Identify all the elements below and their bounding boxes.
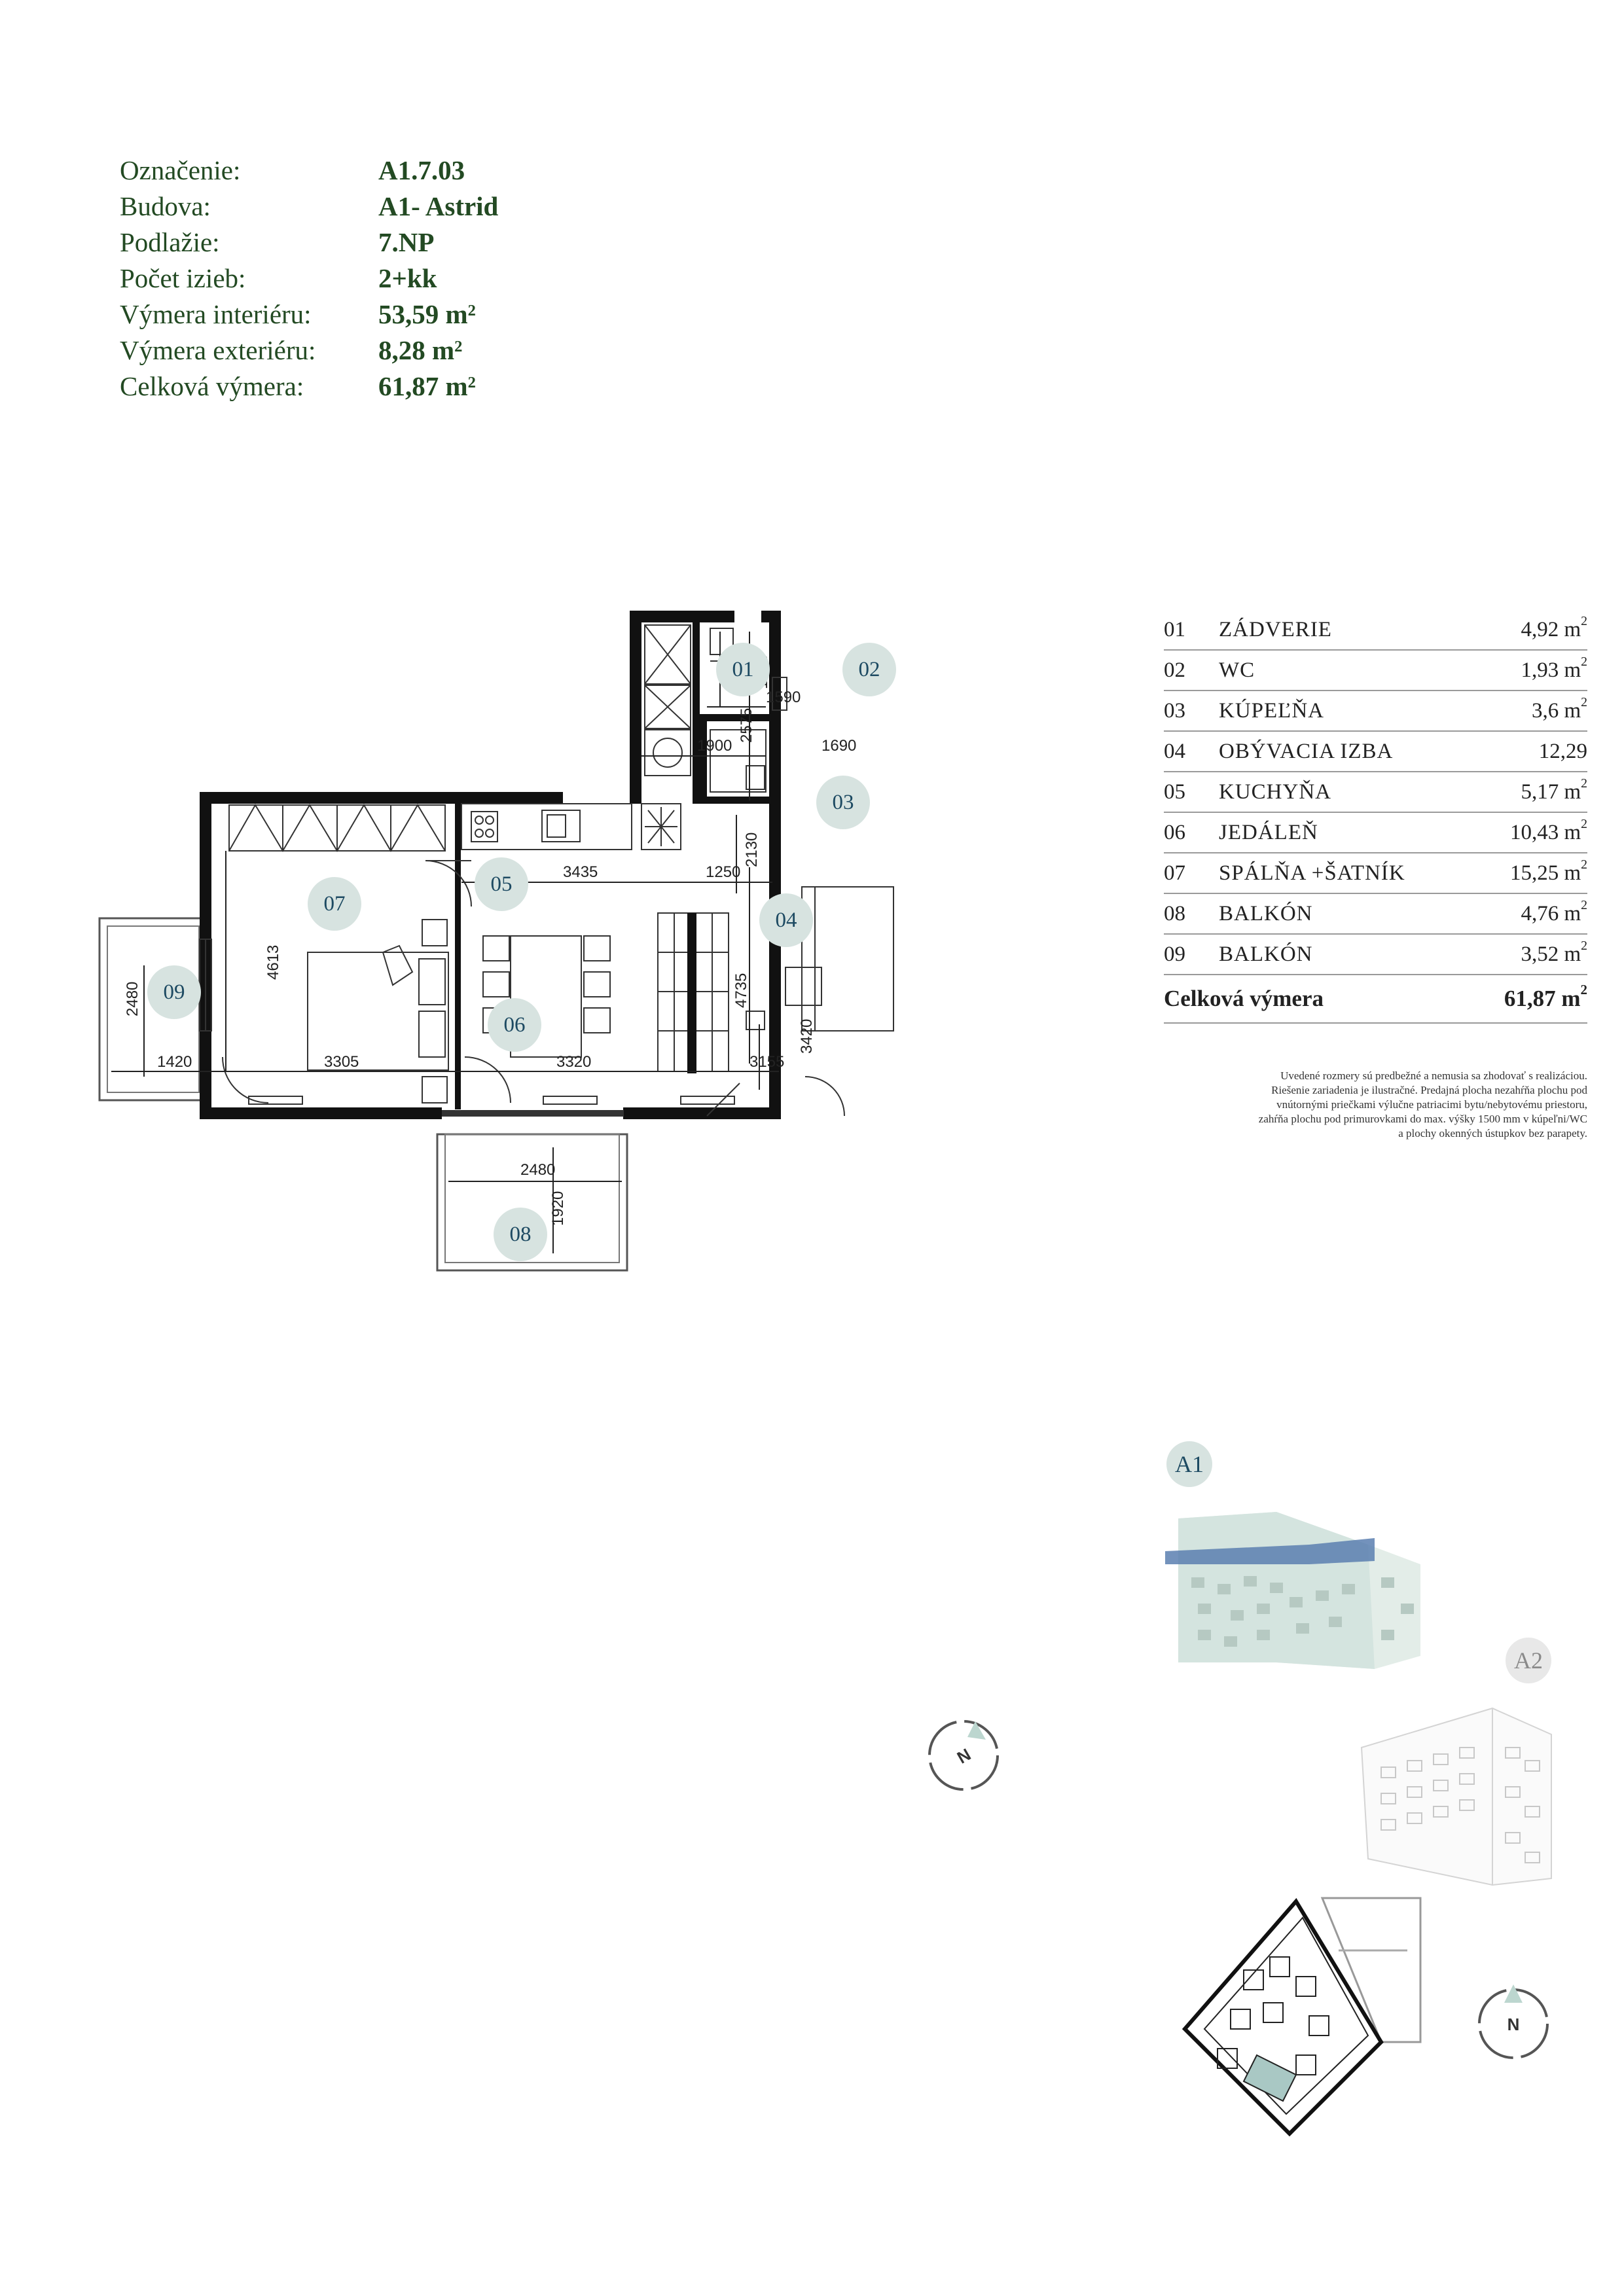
room-tag-07: 07 <box>308 877 361 931</box>
info-row-designation: Označenie:A1.7.03 <box>120 155 465 185</box>
info-row-rooms: Počet izieb:2+kk <box>120 263 437 293</box>
room-tag-08: 08 <box>494 1208 547 1261</box>
compass-icon: N <box>928 1720 999 1791</box>
dim-1250: 1250 <box>706 863 740 881</box>
building-a2-illustration <box>1360 1707 1552 1886</box>
info-row-floor: Podlažie:7.NP <box>120 227 435 257</box>
room-tag-02: 02 <box>842 643 896 696</box>
compass-icon: N <box>1478 1984 1549 2059</box>
apartment-info: Označenie:A1.7.03 Budova:A1- Astrid Podl… <box>120 152 498 404</box>
svg-text:N: N <box>1507 2015 1520 2034</box>
floor-plan: 2575 1380 1590 1900 1690 2130 3435 1250 … <box>92 605 943 1302</box>
dim-2130: 2130 <box>743 833 761 867</box>
svg-text:N: N <box>954 1744 974 1767</box>
dim-3420: 3420 <box>798 1019 816 1054</box>
info-row-total-area: Celková výmera:61,87 m2 <box>120 371 476 401</box>
dim-3155: 3155 <box>749 1053 784 1071</box>
room-tag-09: 09 <box>147 965 201 1019</box>
disclaimer-note: Uvedené rozmery sú predbežné a nemusia s… <box>1258 1069 1587 1139</box>
info-row-interior-area: Výmera interiéru:53,59 m2 <box>120 299 476 329</box>
room-tag-03: 03 <box>816 776 870 829</box>
dim-3320: 3320 <box>556 1053 591 1071</box>
dim-4613: 4613 <box>264 945 282 980</box>
building-a2-label: A2 <box>1506 1638 1551 1683</box>
building-a1-label: A1 <box>1166 1441 1212 1487</box>
dim-1920: 1920 <box>549 1191 567 1226</box>
info-row-building: Budova:A1- Astrid <box>120 191 499 221</box>
room-tag-04: 04 <box>759 893 813 947</box>
room-tag-06: 06 <box>488 998 541 1052</box>
dim-3435: 3435 <box>563 863 598 881</box>
room-tag-05: 05 <box>475 857 528 911</box>
room-tag-01: 01 <box>716 643 770 696</box>
building-a1-illustration <box>1165 1512 1420 1669</box>
floor-plan-drawing: 2575 1380 1590 1900 1690 2130 3435 1250 … <box>98 611 894 1272</box>
site-plan <box>1182 1897 1422 2137</box>
dim-2480-side: 2480 <box>124 982 141 1016</box>
dim-1690: 1690 <box>821 737 856 755</box>
dim-1590: 1590 <box>766 689 801 706</box>
info-row-exterior-area: Výmera exteriéru:8,28 m2 <box>120 335 463 365</box>
dim-1420: 1420 <box>157 1053 192 1071</box>
dim-2575: 2575 <box>738 708 755 743</box>
dim-4735: 4735 <box>732 973 750 1008</box>
dim-2480-bottom: 2480 <box>520 1161 555 1179</box>
dim-1900: 1900 <box>697 737 732 755</box>
dim-3305: 3305 <box>324 1053 359 1071</box>
